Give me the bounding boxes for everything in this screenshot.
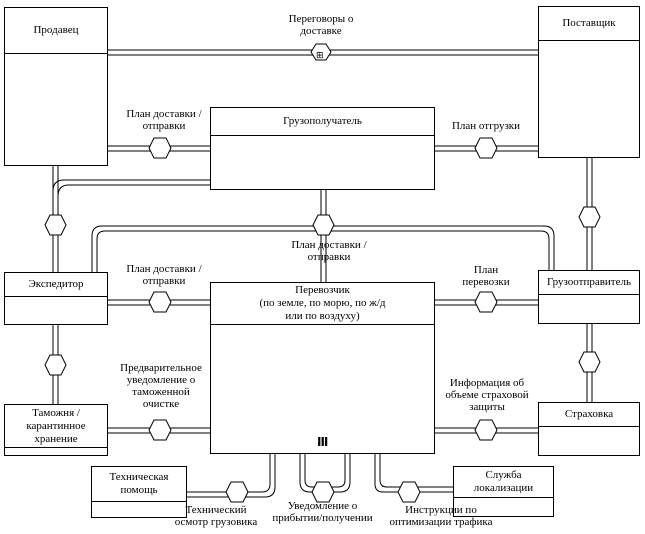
- label-transport-plan-line1: План: [473, 264, 499, 276]
- participant-carrier[interactable]: Перевозчик (по земле, по морю, по ж/д ил…: [210, 282, 435, 454]
- hexagon-negotiation[interactable]: [310, 43, 332, 61]
- hexagon-insurance-info[interactable]: [474, 419, 498, 441]
- hexagon-seller-forwarder[interactable]: [44, 214, 67, 236]
- label-routing: Инструкции по оптимизации трафика: [376, 504, 506, 528]
- label-inspection-line1: Технический: [185, 504, 247, 516]
- hexagon-inspection[interactable]: [225, 481, 249, 503]
- label-customs-notice: Предварительное уведомление о таможенной…: [111, 362, 211, 410]
- hexagon-loading-plan[interactable]: [474, 137, 498, 159]
- participant-tech-help-title: Техническая помощь: [92, 467, 186, 502]
- label-plan-seller-line1: План доставки /: [126, 108, 202, 120]
- hexagon-plan-forwarder[interactable]: [148, 291, 172, 313]
- participant-consignee[interactable]: Грузополучатель: [210, 107, 435, 190]
- label-plan-center: План доставки / отправки: [279, 239, 379, 263]
- flow-routing: [374, 454, 453, 493]
- label-inspection: Технический осмотр грузовика: [166, 504, 266, 528]
- hexagon-arrival[interactable]: [311, 481, 335, 503]
- hexagon-shipper-insurance[interactable]: [578, 351, 601, 373]
- label-customs-notice-line2: уведомление о: [126, 374, 196, 386]
- label-insurance-info: Информация об объеме страховой защиты: [435, 377, 539, 413]
- participant-forwarder[interactable]: Экспедитор: [4, 272, 108, 325]
- participant-forwarder-title: Экспедитор: [5, 273, 107, 297]
- localization-title-line2: локализации: [473, 482, 534, 494]
- hexagon-transport-plan[interactable]: [474, 291, 498, 313]
- participant-localization-title: Служба локализации: [454, 467, 553, 498]
- hexagon-consignee-carrier[interactable]: [312, 214, 335, 236]
- label-negotiation-line2: доставке: [300, 25, 342, 37]
- customs-title-line3: хранение: [34, 432, 78, 445]
- label-loading-plan: План отгрузки: [451, 120, 521, 132]
- hexagon-plan-seller[interactable]: [148, 137, 172, 159]
- hexagon-routing[interactable]: [397, 481, 421, 503]
- participant-carrier-title: Перевозчик (по земле, по морю, по ж/д ил…: [211, 283, 434, 325]
- participant-seller[interactable]: Продавец: [4, 7, 108, 166]
- hexagon-supplier-shipper[interactable]: [578, 206, 601, 228]
- carrier-title-line1: Перевозчик: [295, 284, 350, 296]
- label-routing-line2: оптимизации трафика: [389, 516, 493, 528]
- label-negotiation-line1: Переговоры о: [288, 13, 354, 25]
- participant-localization[interactable]: Служба локализации: [453, 466, 554, 517]
- participant-customs[interactable]: Таможня / карантинное хранение: [4, 404, 108, 456]
- customs-title-line2: карантинное: [26, 419, 86, 432]
- customs-title-line1: Таможня /: [32, 406, 80, 419]
- participant-customs-title: Таможня / карантинное хранение: [5, 405, 107, 448]
- label-negotiation: Переговоры о доставке: [271, 13, 371, 37]
- label-insurance-info-line3: защиты: [469, 401, 505, 413]
- flow-consignee-carrier: [320, 190, 327, 282]
- label-plan-forwarder-line1: План доставки /: [126, 263, 202, 275]
- carrier-title-line3: или по воздуху): [285, 310, 360, 322]
- carrier-title-line2: (по земле, по морю, по ж/д: [259, 297, 386, 309]
- label-plan-forwarder-line2: отправки: [142, 275, 186, 287]
- label-arrival-line1: Уведомление о: [287, 500, 358, 512]
- label-plan-center-line1: План доставки /: [291, 239, 367, 251]
- tech-help-title-line2: помощь: [120, 484, 158, 496]
- flow-seller-forwarder-corner: [52, 179, 210, 197]
- participant-supplier[interactable]: Поставщик: [538, 6, 640, 158]
- label-plan-seller-line2: отправки: [142, 120, 186, 132]
- hexagon-forwarder-customs[interactable]: [44, 354, 67, 376]
- label-transport-plan: План перевозки: [436, 264, 536, 288]
- localization-title-line1: Служба: [485, 469, 522, 481]
- label-transport-plan-line2: перевозки: [462, 276, 510, 288]
- flow-inspection: [187, 454, 276, 498]
- multi-instance-marker-icon: III: [317, 435, 328, 449]
- collection-marker-icon: ⊞: [316, 51, 324, 61]
- label-customs-notice-line3: таможенной: [132, 386, 190, 398]
- participant-supplier-title: Поставщик: [539, 7, 639, 41]
- participant-insurance[interactable]: Страховка: [538, 402, 640, 456]
- label-insurance-info-line2: объеме страховой: [445, 389, 529, 401]
- label-arrival: Уведомление о прибытии/получении: [265, 500, 380, 524]
- participant-consignee-title: Грузополучатель: [211, 108, 434, 136]
- participant-insurance-title: Страховка: [539, 403, 639, 427]
- label-customs-notice-line1: Предварительное: [120, 362, 202, 374]
- participant-shipper-title: Грузоотправитель: [539, 271, 639, 295]
- label-plan-forwarder: План доставки / отправки: [114, 263, 214, 287]
- label-insurance-info-line1: Информация об: [449, 377, 525, 389]
- label-inspection-line2: осмотр грузовика: [174, 516, 258, 528]
- participant-seller-title: Продавец: [5, 8, 107, 54]
- hexagon-customs-notice[interactable]: [148, 419, 172, 441]
- participant-shipper[interactable]: Грузоотправитель: [538, 270, 640, 324]
- label-plan-center-line2: отправки: [307, 251, 351, 263]
- tech-help-title-line1: Техническая: [109, 471, 169, 483]
- participant-tech-help[interactable]: Техническая помощь: [91, 466, 187, 518]
- label-arrival-line2: прибытии/получении: [272, 512, 373, 524]
- label-plan-seller: План доставки / отправки: [114, 108, 214, 132]
- label-routing-line1: Инструкции по: [405, 504, 477, 516]
- label-customs-notice-line4: очистке: [142, 398, 180, 410]
